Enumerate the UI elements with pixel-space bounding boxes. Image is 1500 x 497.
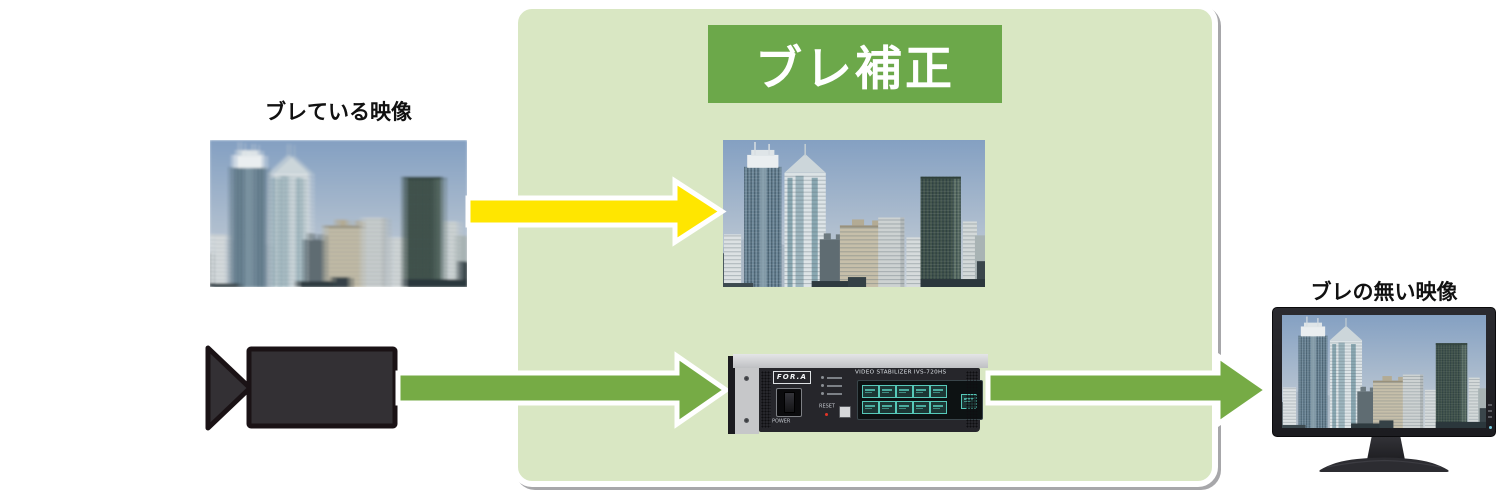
process-title: ブレ補正 <box>755 41 955 97</box>
menu-key[interactable] <box>930 385 947 398</box>
monitor-button[interactable] <box>1488 404 1492 406</box>
screw-icon <box>744 376 749 381</box>
menu-key[interactable] <box>896 385 913 398</box>
power-label: POWER <box>772 418 791 424</box>
monitor-screen <box>1282 315 1486 428</box>
power-rocker[interactable] <box>784 392 795 413</box>
screw-icon <box>744 418 749 423</box>
monitor-stand-base <box>1319 457 1449 472</box>
alarm-led <box>825 413 828 416</box>
menu-key[interactable] <box>913 401 930 414</box>
menu-key[interactable] <box>879 385 896 398</box>
device-front-panel: FOR.A POWER RESET <box>759 368 983 432</box>
monitor-button[interactable] <box>1488 416 1492 418</box>
panel-button[interactable] <box>839 406 851 418</box>
monitor-icon <box>1272 307 1496 473</box>
menu-key[interactable] <box>862 385 879 398</box>
menu-key[interactable] <box>896 401 913 414</box>
stabilizer-device: FOR.A POWER RESET <box>728 354 988 436</box>
device-top-face <box>733 354 988 368</box>
status-indicator <box>821 376 845 379</box>
menu-key[interactable] <box>930 401 947 414</box>
process-title-box: ブレ補正 <box>708 25 1002 103</box>
shaky-video-image <box>210 140 467 287</box>
menu-key[interactable] <box>913 385 930 398</box>
reset-label: RESET <box>819 403 835 409</box>
vent-perforation <box>966 371 978 428</box>
menu-key[interactable] <box>879 401 896 414</box>
vent-perforation <box>761 371 771 428</box>
brand-logo: FOR.A <box>773 371 811 384</box>
status-indicator <box>821 392 845 395</box>
menu-key[interactable] <box>862 401 879 414</box>
power-switch[interactable] <box>776 388 802 417</box>
status-indicator <box>821 384 845 387</box>
power-led <box>1489 426 1492 429</box>
stabilized-video-image <box>723 140 985 287</box>
device-side <box>728 356 735 434</box>
video-camera-icon <box>205 345 398 431</box>
control-display <box>857 380 983 420</box>
monitor-button[interactable] <box>1488 410 1492 412</box>
device-rack-ear <box>735 368 759 434</box>
monitor-stand-neck <box>1367 437 1405 460</box>
model-text: VIDEO STABILIZER IVS-720HS <box>855 369 947 376</box>
output-image-label: ブレの無い映像 <box>1310 280 1458 304</box>
input-image-label: ブレている映像 <box>265 100 412 124</box>
